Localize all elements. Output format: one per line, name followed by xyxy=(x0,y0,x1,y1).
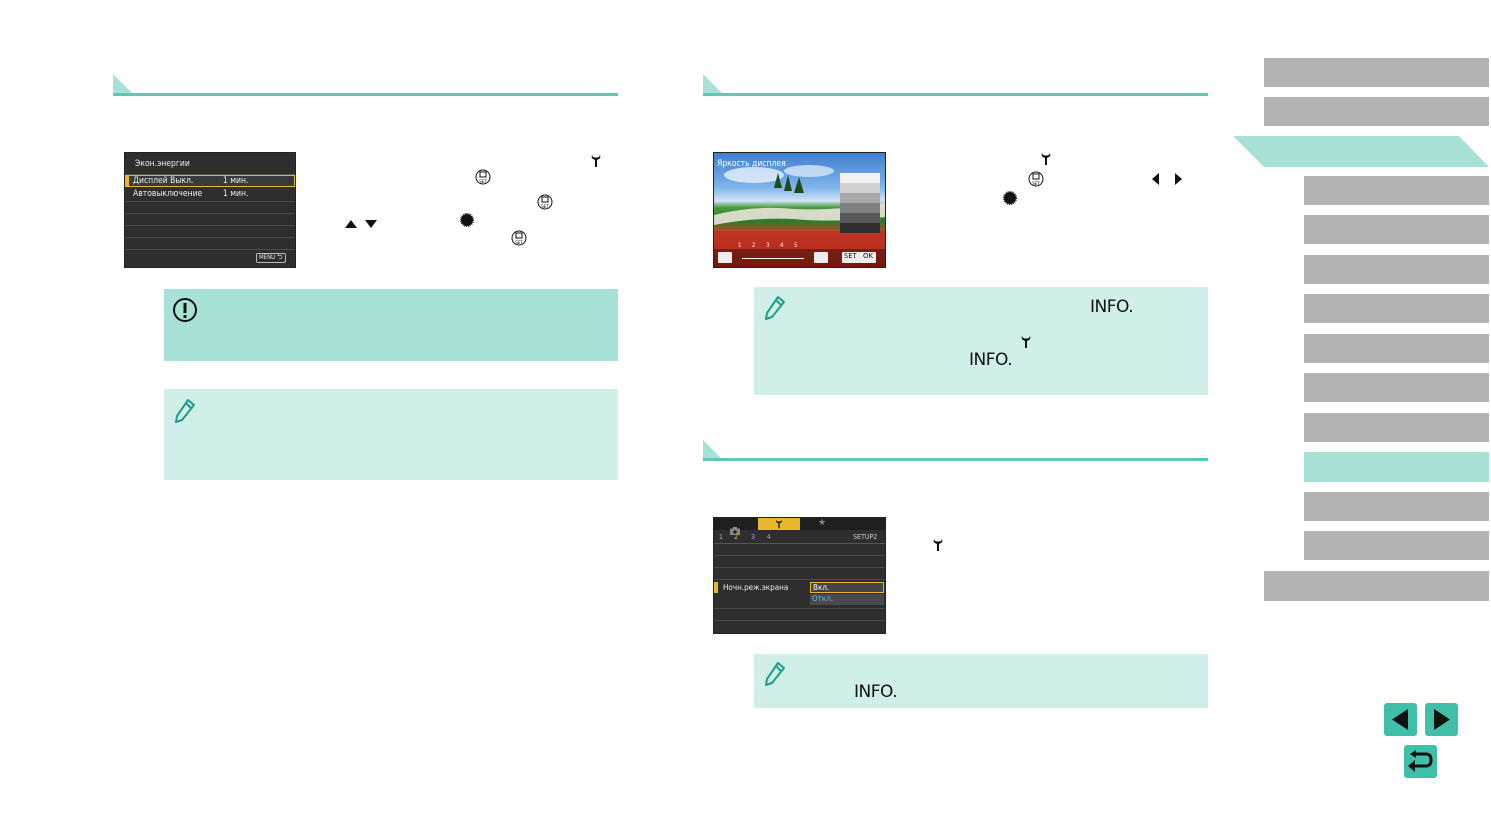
nav-button[interactable] xyxy=(1264,58,1489,87)
func-set-button-icon: SET xyxy=(1028,171,1044,191)
nav-button[interactable] xyxy=(1304,373,1489,402)
info-button-label: INFO. xyxy=(1090,297,1134,317)
control-dial-icon xyxy=(460,212,474,231)
info-button-label: INFO. xyxy=(854,682,898,702)
section-marker xyxy=(703,74,722,93)
left-right-arrows-icon xyxy=(1151,171,1183,190)
caution-box xyxy=(164,289,618,361)
camera-tab-icon xyxy=(730,520,740,535)
caution-icon xyxy=(172,297,198,327)
section-rule xyxy=(703,458,1208,461)
tab-number: 4 xyxy=(767,533,772,541)
power-saving-screen: Экон.энергии Дисплей Выкл. 1 мин. Автовы… xyxy=(124,152,296,268)
svg-text:SET: SET xyxy=(1032,181,1040,186)
pencil-note-icon xyxy=(764,661,786,691)
nav-button[interactable] xyxy=(1304,531,1489,560)
note-box: INFO. xyxy=(754,654,1208,708)
option: Откл. xyxy=(810,594,884,605)
section-rule xyxy=(703,93,1208,96)
selected-row xyxy=(125,175,295,187)
my-menu-star-icon: ★ xyxy=(818,518,827,528)
pencil-note-icon xyxy=(174,398,196,428)
info-button-label: INFO. xyxy=(969,350,1013,370)
wrench-icon xyxy=(932,537,944,556)
svg-text:SET: SET xyxy=(541,204,549,209)
nav-button[interactable] xyxy=(1264,571,1489,601)
func-set-button-icon: SET xyxy=(511,230,527,250)
wrench-icon xyxy=(590,153,602,172)
brightness-bar: SET OK xyxy=(714,249,885,267)
menu-item-label: Ночн.реж.экрана xyxy=(723,583,789,592)
control-dial-icon xyxy=(1003,190,1017,209)
divider xyxy=(125,174,295,175)
nav-button[interactable] xyxy=(1304,215,1489,244)
note-box xyxy=(164,389,618,480)
row-label: Дисплей Выкл. xyxy=(133,176,194,186)
setup-tab xyxy=(758,518,800,530)
section-marker xyxy=(703,440,722,459)
nav-button-current-section[interactable] xyxy=(1304,452,1489,482)
setup-menu-screen: ★ 1 2 3 4 SETUP2 Ночн.реж.экрана Вкл. От… xyxy=(713,517,886,634)
func-set-button-icon: SET xyxy=(475,169,491,189)
nav-button[interactable] xyxy=(1304,413,1489,442)
tab-number: 1 xyxy=(719,533,724,541)
option-selected: Вкл. xyxy=(810,582,884,593)
return-button[interactable] xyxy=(1404,745,1437,782)
tab-number-active: 2 xyxy=(734,533,739,541)
svg-text:SET: SET xyxy=(515,240,523,245)
nav-button[interactable] xyxy=(1304,334,1489,363)
screen-title: Экон.энергии xyxy=(135,159,190,169)
pencil-note-icon xyxy=(764,295,786,325)
screen-title: Яркость дисплея xyxy=(717,159,786,169)
note-box: INFO. INFO. xyxy=(754,287,1208,395)
previous-page-button[interactable] xyxy=(1384,703,1417,740)
nav-button[interactable] xyxy=(1304,492,1489,521)
brightness-screen: Яркость дисплея SET OK xyxy=(713,152,886,268)
row-label: Автовыключение xyxy=(133,189,203,199)
nav-button[interactable] xyxy=(1264,97,1489,126)
svg-text:SET: SET xyxy=(479,179,487,184)
section-marker xyxy=(113,74,132,93)
nav-button[interactable] xyxy=(1304,294,1489,323)
gray-scale-chart xyxy=(840,173,880,233)
nav-button[interactable] xyxy=(1304,255,1489,284)
nav-button[interactable] xyxy=(1304,176,1489,205)
menu-tabs: ★ xyxy=(714,518,885,535)
row-value: 1 мин. xyxy=(223,176,249,186)
brightness-scale-ticks: 1 2 3 4 5 xyxy=(738,242,798,249)
next-page-button[interactable] xyxy=(1425,703,1458,740)
tab-number: 3 xyxy=(751,533,756,541)
wrench-icon xyxy=(1020,334,1032,353)
tab-name: SETUP2 xyxy=(853,533,878,541)
func-set-button-icon: SET xyxy=(537,194,553,214)
menu-return-button: MENU ⮌ xyxy=(256,253,286,263)
up-down-arrows-icon xyxy=(343,214,379,233)
wrench-icon xyxy=(1040,151,1052,170)
nav-button-current-chapter[interactable] xyxy=(1233,136,1489,167)
row-value: 1 мин. xyxy=(223,189,249,199)
section-rule xyxy=(113,93,618,96)
